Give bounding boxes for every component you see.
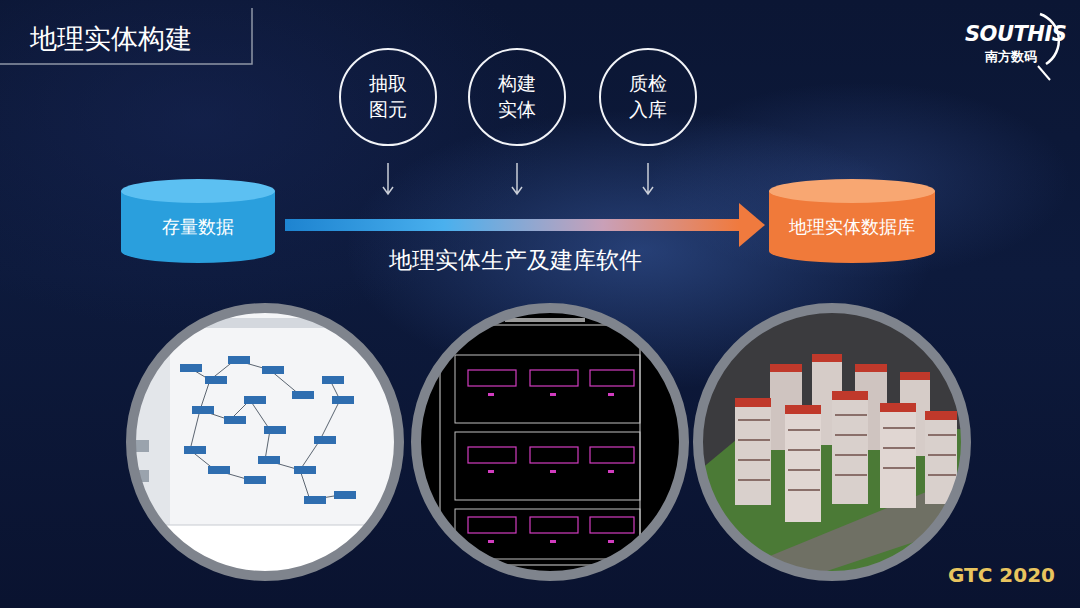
cad-mark bbox=[550, 470, 556, 473]
cad-frame bbox=[440, 325, 640, 565]
building bbox=[785, 412, 821, 522]
cad-mark bbox=[608, 540, 614, 543]
flow-box bbox=[264, 426, 286, 434]
flow-box bbox=[228, 356, 250, 364]
cylinder-top bbox=[769, 179, 935, 203]
picture-ring bbox=[416, 308, 684, 576]
cad-drawing bbox=[415, 305, 685, 580]
flow-box bbox=[205, 376, 227, 384]
cad-mark bbox=[488, 393, 494, 396]
cad-block bbox=[455, 355, 640, 423]
flow-box bbox=[292, 391, 314, 399]
node-text: 质检 入库 bbox=[625, 71, 671, 122]
arrow-band bbox=[285, 219, 739, 231]
flow-box bbox=[224, 416, 246, 424]
flow-box bbox=[244, 476, 266, 484]
flow-box bbox=[180, 364, 202, 372]
roof bbox=[770, 364, 802, 372]
node-text: 存量数据 bbox=[162, 203, 234, 239]
cad-mark bbox=[550, 540, 556, 543]
buildings bbox=[735, 354, 957, 522]
window-rows bbox=[738, 415, 956, 490]
flow-box bbox=[322, 376, 344, 384]
toolbar bbox=[130, 318, 400, 328]
cad-buildings bbox=[468, 370, 634, 533]
down-arrow bbox=[643, 163, 653, 194]
cad-building bbox=[530, 517, 578, 533]
flow-box bbox=[314, 436, 336, 444]
logo-text: SOUTHIS bbox=[965, 22, 1066, 46]
city-model bbox=[695, 305, 980, 580]
picture-ring bbox=[131, 308, 399, 576]
cad-bg bbox=[415, 305, 685, 580]
cad-building bbox=[530, 447, 578, 463]
cad-mark bbox=[608, 470, 614, 473]
workflow-screenshot bbox=[130, 305, 400, 580]
step-circle: 抽取 图元 bbox=[339, 48, 437, 146]
picture-ring bbox=[698, 308, 966, 576]
cad-block bbox=[455, 432, 640, 500]
cad-mark bbox=[488, 540, 494, 543]
flow-box bbox=[294, 466, 316, 474]
node-text: 构建 实体 bbox=[494, 71, 540, 122]
building bbox=[880, 410, 916, 508]
roof bbox=[832, 391, 868, 400]
screen-bg bbox=[130, 305, 400, 580]
cad-mark bbox=[608, 393, 614, 396]
logo-swoosh bbox=[1038, 66, 1050, 80]
logo-subtext: 南方数码 bbox=[985, 48, 1037, 66]
cylinder-top bbox=[121, 179, 275, 203]
flow-box bbox=[304, 496, 326, 504]
flow-box bbox=[192, 406, 214, 414]
step-circle: 构建 实体 bbox=[468, 48, 566, 146]
roof bbox=[785, 405, 821, 414]
edge-label: 地理实体生产及建库软件 bbox=[389, 245, 642, 276]
cad-mark bbox=[550, 393, 556, 396]
node-text: 地理实体数据库 bbox=[789, 203, 915, 239]
cad-building bbox=[468, 447, 516, 463]
arrow-head bbox=[739, 203, 765, 247]
cad-building bbox=[530, 370, 578, 386]
cad-mark bbox=[488, 470, 494, 473]
cad-building bbox=[590, 370, 634, 386]
database-cylinder: 地理实体数据库 bbox=[769, 179, 935, 263]
cad-block bbox=[455, 509, 640, 559]
cad-marks bbox=[488, 393, 614, 543]
flow-links bbox=[190, 360, 340, 500]
flow-arrow bbox=[285, 203, 765, 247]
database-cylinder: 存量数据 bbox=[121, 179, 275, 263]
cad-building bbox=[590, 447, 634, 463]
down-arrow bbox=[383, 163, 393, 194]
building bbox=[832, 398, 868, 504]
node-text: 抽取 图元 bbox=[365, 71, 411, 122]
title-frame bbox=[0, 8, 252, 64]
roof bbox=[925, 411, 957, 420]
roof bbox=[900, 372, 930, 380]
tool-icon bbox=[135, 440, 149, 452]
cad-building bbox=[468, 370, 516, 386]
flow-box bbox=[334, 491, 356, 499]
flow-box bbox=[258, 456, 280, 464]
roof bbox=[735, 398, 771, 407]
roof bbox=[880, 403, 916, 412]
roof bbox=[812, 354, 842, 362]
flow-box bbox=[244, 396, 266, 404]
event-mark: GTC 2020 bbox=[948, 563, 1055, 587]
cad-building bbox=[590, 517, 634, 533]
down-arrow bbox=[512, 163, 522, 194]
roof bbox=[855, 364, 887, 372]
flow-box bbox=[184, 446, 206, 454]
flow-box bbox=[208, 466, 230, 474]
step-circle: 质检 入库 bbox=[599, 48, 697, 146]
slide-title: 地理实体构建 bbox=[30, 21, 192, 57]
flow-box bbox=[332, 396, 354, 404]
cad-building bbox=[468, 517, 516, 533]
cad-heading bbox=[505, 318, 585, 322]
flow-box bbox=[262, 366, 284, 374]
flow-boxes bbox=[180, 356, 356, 504]
down-arrows bbox=[383, 163, 653, 194]
